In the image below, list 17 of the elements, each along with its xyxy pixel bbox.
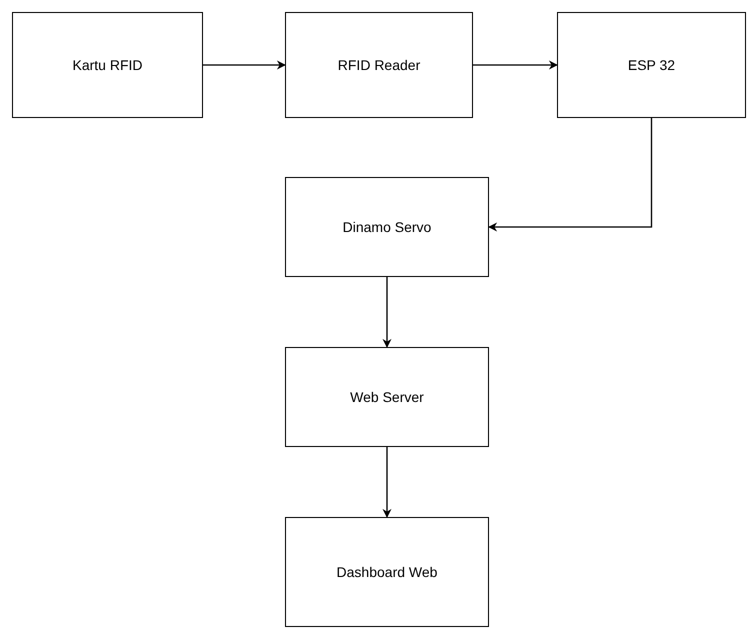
process-box: [285, 12, 473, 118]
process-box: [285, 177, 489, 277]
arrow: [488, 118, 652, 232]
process-box: [557, 12, 746, 118]
box-label: Kartu RFID: [72, 56, 142, 74]
arrow: [473, 60, 558, 70]
arrow: [203, 60, 286, 70]
arrow: [382, 277, 392, 348]
process-box: [12, 12, 203, 118]
box-label: RFID Reader: [338, 56, 420, 74]
box-label: Web Server: [350, 388, 424, 406]
arrow: [382, 447, 392, 518]
box-label: ESP 32: [628, 56, 676, 74]
box-label: Dashboard Web: [336, 564, 438, 580]
process-box: [285, 517, 489, 627]
process-box: [285, 347, 489, 447]
box-label: Dinamo Servo: [342, 218, 432, 236]
